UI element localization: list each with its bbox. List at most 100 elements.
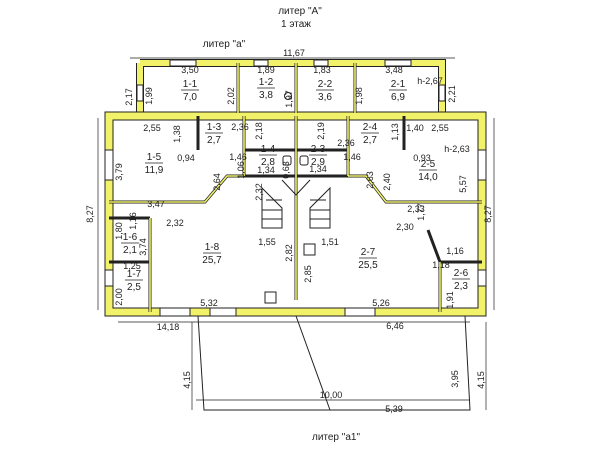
room-area-2-1: 6,9: [391, 92, 405, 103]
dimension-d1418: 14,18: [157, 322, 180, 332]
room-area-1-4: 2,8: [261, 157, 275, 168]
dimension-v198: 1,98: [354, 87, 364, 105]
dimension-d094: 0,94: [177, 153, 195, 163]
dimension-d118: 1,18: [432, 260, 450, 270]
dimension-d140: 1,40: [406, 123, 424, 133]
dimension-d232h: 2,32: [166, 218, 184, 228]
room-area-1-7: 2,5: [127, 282, 141, 293]
dimension-top-total: 11,67: [283, 48, 305, 58]
dimension-d218: 2,18: [254, 122, 264, 140]
sink-icon: [284, 92, 292, 100]
room-id-2-7: 2-7: [361, 247, 376, 258]
dimension-d532: 5,32: [200, 298, 218, 308]
room-id-1-1: 1-1: [183, 79, 198, 90]
dimension-d151: 1,51: [321, 237, 339, 247]
dimension-d646: 6,46: [386, 321, 404, 331]
dimension-d232v: 2,32: [254, 183, 264, 201]
dimension-v395: 3,95: [450, 370, 460, 388]
dimension-v199: 1,99: [144, 87, 154, 105]
terrace-outline: [197, 315, 471, 411]
dimension-d230: 2,30: [396, 222, 414, 232]
dimension-d285: 2,85: [303, 265, 313, 283]
room-area-2-5: 14,0: [418, 172, 438, 183]
dimension-d526: 5,26: [372, 298, 390, 308]
room-id-2-5: 2-5: [421, 159, 436, 170]
room-id-1-6: 1-6: [123, 232, 138, 243]
dimension-d180: 1,80: [114, 222, 124, 240]
walls: [104, 59, 487, 317]
dimension-d146b: 1,46: [343, 152, 361, 162]
dimension-v197: 1,97: [284, 90, 294, 108]
room-area-1-5: 11,9: [145, 165, 164, 176]
dimension-d374: 3,74: [138, 238, 148, 256]
inner-walls-fill: [109, 63, 482, 312]
dimension-v217: 2,17: [124, 88, 134, 106]
dimension-d219: 2,19: [316, 122, 326, 140]
dimension-h263: h-2,63: [444, 144, 470, 154]
dimension-d539: 5,39: [385, 404, 403, 414]
dimension-d146a: 1,46: [229, 152, 247, 162]
stove-icon: [264, 291, 277, 304]
room-id-1-2: 1-2: [259, 77, 274, 88]
dimension-v202: 2,02: [226, 87, 236, 105]
dimension-d134b: 1,34: [309, 164, 327, 174]
toilet-icon: [299, 155, 309, 166]
dimension-d191: 1,91: [445, 291, 455, 309]
dimension-d200: 2,00: [114, 288, 124, 306]
dimension-d177: 1,77: [416, 203, 426, 221]
dimension-v379: 3,79: [114, 163, 124, 181]
dimension-lines: [97, 57, 495, 410]
dimension-d263: 2,63: [365, 171, 375, 189]
room-id-1-4: 1-4: [261, 144, 276, 155]
dimension-d233: 2,33: [407, 204, 425, 214]
room-id-2-6: 2-6: [454, 268, 469, 279]
windows: [104, 59, 487, 317]
dimension-h267: h-2,67: [417, 76, 443, 86]
dimension-d264: 2,64: [212, 173, 222, 191]
label-lit-a1: литер "а1": [312, 432, 360, 443]
dimension-d155: 1,55: [258, 237, 276, 247]
dimension-r21-w: 3,48: [385, 65, 403, 75]
dimension-d255b: 2,55: [431, 123, 449, 133]
dimension-d240: 2,40: [382, 173, 392, 191]
room-area-1-8: 25,7: [202, 255, 222, 266]
room-id-1-8: 1-8: [205, 242, 220, 253]
room-id-2-4: 2-4: [363, 122, 378, 133]
dimension-d138: 1,38: [172, 125, 182, 143]
header-title: литер "А": [278, 6, 322, 17]
staircase: [261, 179, 331, 229]
dimension-d347: 3,47: [147, 199, 165, 209]
toilet-icon: [282, 155, 292, 166]
room-area-1-1: 7,0: [183, 92, 197, 103]
room-area-2-7: 25,5: [358, 260, 378, 271]
dimension-d113: 1,13: [390, 123, 400, 141]
room-id-1-3: 1-3: [207, 122, 222, 133]
room-id-1-7: 1-7: [127, 269, 142, 280]
dimension-d116a: 1,16: [128, 212, 138, 230]
dimension-v827l: 8,27: [85, 205, 95, 223]
room-area-2-2: 3,6: [318, 92, 332, 103]
room-area-1-3: 2,7: [207, 135, 221, 146]
text-layer: литер "А" 1 этаж литер "а" литер "а1" 1-1 7,0…: [85, 6, 493, 443]
room-id-2-2: 2-2: [318, 79, 333, 90]
dimension-d1000: 10,00: [320, 390, 343, 400]
room-id-2-3: 2-3: [311, 144, 326, 155]
dimension-r22-w: 1,83: [313, 65, 331, 75]
dimension-r12-w: 1,89: [257, 65, 275, 75]
room-area-2-6: 2,3: [454, 281, 468, 292]
dimension-v827r: 8,27: [483, 205, 493, 223]
dimension-d134a: 1,34: [257, 165, 275, 175]
header-subtitle: 1 этаж: [281, 19, 311, 30]
label-lit-a-small: литер "а": [203, 39, 246, 50]
dimension-v221: 2,21: [447, 85, 457, 103]
dimension-d116b: 1,16: [446, 246, 464, 256]
room-area-2-3: 2,9: [311, 157, 325, 168]
stove-icon: [303, 243, 316, 256]
dimension-d106: 1,06: [236, 161, 246, 179]
room-area-2-4: 2,7: [363, 135, 377, 146]
fixtures: [264, 92, 316, 304]
dimension-d236a: 2,36: [231, 122, 249, 132]
dimension-d093: 0,93: [413, 153, 431, 163]
dimension-v415l: 4,15: [182, 371, 192, 389]
